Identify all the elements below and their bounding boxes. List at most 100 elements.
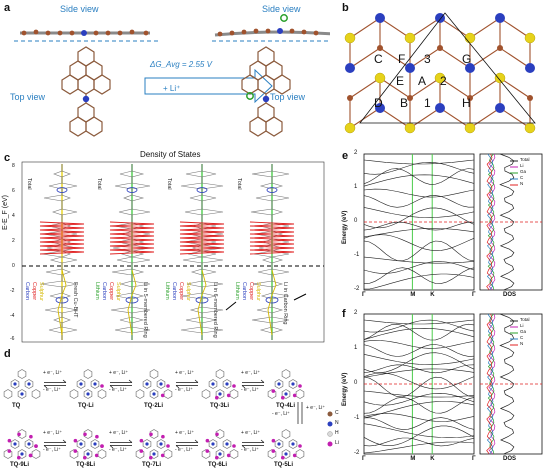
panel-b-lattice — [344, 12, 536, 134]
c-tick: -4 — [10, 313, 15, 319]
panel_f-legend-item: Ga — [520, 329, 527, 334]
panel_e-kpoint: Γ — [472, 292, 476, 298]
c-tick: -6 — [10, 336, 15, 342]
c-tick: 6 — [12, 188, 15, 194]
d-arrow-backward-label: - e⁻, Li⁺ — [43, 387, 61, 393]
site-label-g: G — [462, 52, 472, 66]
dos-title: Density of States — [140, 150, 201, 159]
c-tick: 8 — [12, 163, 15, 169]
d-arrow-forward-label: + e⁻, Li⁺ — [109, 430, 129, 436]
c-legend-total: Total — [26, 178, 32, 190]
panel_f-ytick: -2 — [354, 450, 360, 456]
d-legend-c: C — [335, 410, 339, 416]
panel_e-kpoint: M — [410, 292, 416, 298]
c-legend-item: Sulphur — [38, 282, 44, 301]
panel-a-letter: a — [4, 2, 11, 14]
panel_f-kpoint: M — [410, 456, 416, 462]
c-legend-item: Sulphur — [115, 282, 121, 301]
c-legend-item: Carbon — [24, 282, 30, 301]
d-arrow-backward-label: - e⁻, Li⁺ — [43, 447, 61, 453]
c-legend-total: Total — [166, 178, 172, 190]
top-view-right-label: Top view — [270, 92, 306, 102]
d-arrow-backward-label: - e⁻, Li⁺ — [175, 387, 193, 393]
d-legend-li: Li — [335, 440, 339, 446]
panel_f-kpoint: Γ — [472, 456, 476, 462]
site-label-c: C — [374, 52, 383, 66]
d-arrow-forward-label: + e⁻, Li⁺ — [43, 430, 63, 436]
d-top-molecule-label: TQ-4Li — [276, 403, 295, 409]
d-arrow-backward-label: - e⁻, Li⁺ — [175, 447, 193, 453]
c-column-caption: Li in 6-membered Ring — [212, 282, 218, 338]
c-legend-item: Carbon — [241, 282, 247, 301]
c-legend-item: Lithium — [234, 282, 240, 300]
c-legend-item: Lithium — [164, 282, 170, 300]
d-arrow-backward-label: - e⁻, Li⁺ — [241, 447, 259, 453]
d-arrow-backward-label: - e⁻, Li⁺ — [109, 447, 127, 453]
d-arrow-backward-label: - e⁻, Li⁺ — [241, 387, 259, 393]
d-arrow-forward-label: + e⁻, Li⁺ — [109, 370, 129, 376]
c-column-caption: Li in Carbon Ring — [282, 282, 288, 325]
panel_f-kpoint: K — [430, 456, 435, 462]
panel_f-legend-item: N — [520, 341, 524, 346]
c-legend-item: Carbon — [101, 282, 107, 301]
panel-c-dos — [21, 161, 325, 343]
d-arrow-forward-label: + e⁻, Li⁺ — [241, 370, 261, 376]
panel_f-legend-item: Total — [520, 317, 530, 322]
c-legend-item: Lithium — [94, 282, 100, 300]
d-bottom-molecule-label: TQ-8Li — [76, 462, 95, 468]
panel_e-dos-label: DOS — [503, 292, 517, 298]
d-arrow-forward-label: + e⁻, Li⁺ — [241, 430, 261, 436]
panel_e-ylabel: Energy (eV) — [342, 210, 348, 244]
panel_f-legend-item: C — [520, 335, 524, 340]
d-arrow-forward-label: + e⁻, Li⁺ — [175, 430, 195, 436]
site-label-1: 1 — [424, 96, 431, 110]
panel-f-bands — [363, 313, 543, 455]
site-label-e: E — [396, 74, 405, 88]
site-label-f: F — [398, 52, 406, 66]
panel_f-ytick: 1 — [354, 345, 358, 351]
d-bottom-molecule-label: TQ-5Li — [274, 462, 293, 468]
panel_e-ytick: 2 — [354, 150, 358, 156]
c-tick: -2 — [10, 288, 15, 294]
site-label-a: A — [418, 74, 427, 88]
c-legend-item: Copper — [178, 282, 184, 301]
panel_f-kpoint: Γ — [362, 456, 366, 462]
d-bottom-molecule-label: TQ-7Li — [142, 462, 161, 468]
c-legend-item: Copper — [108, 282, 114, 301]
panel_f-ytick: 0 — [354, 380, 358, 386]
panel_f-ytick: 2 — [354, 310, 358, 316]
c-tick: 0 — [12, 263, 15, 269]
panel_f-legend-item: Li — [520, 323, 524, 328]
panel-e-bands — [363, 153, 543, 291]
panel-e-letter: e — [342, 150, 349, 162]
d-arrow-forward-label: + e⁻, Li⁺ — [43, 370, 63, 376]
c-legend-item: Carbon — [171, 282, 177, 301]
side-view-right-molecule — [214, 14, 330, 37]
panel-f-letter: f — [342, 308, 346, 320]
panel-d-letter: d — [4, 348, 11, 360]
side-view-right-label: Side view — [262, 4, 301, 14]
top-view-right-molecule — [241, 46, 291, 137]
d-legend — [327, 411, 333, 447]
d-arrow-backward-label: - e⁻, Li⁺ — [109, 387, 127, 393]
c-column-caption: Li in 5-membered Ring — [142, 282, 148, 338]
top-view-left-molecule — [61, 46, 111, 137]
panel_e-legend-item: Li — [520, 163, 524, 168]
panel_e-kpoint: Γ — [362, 292, 366, 298]
panel_e-ytick: -2 — [354, 286, 360, 292]
c-legend-total: Total — [236, 178, 242, 190]
d-top-molecule-label: TQ-3Li — [210, 403, 229, 409]
d-bottom-molecule-label: TQ-6Li — [208, 462, 227, 468]
site-label-b: B — [400, 96, 409, 110]
panel_e-legend-item: Ga — [520, 169, 527, 174]
site-label-2: 2 — [440, 74, 447, 88]
panel_e-kpoint: K — [430, 292, 435, 298]
c-legend-total: Total — [96, 178, 102, 190]
c-legend-item: Copper — [248, 282, 254, 301]
side-view-left-label: Side view — [60, 4, 99, 14]
c-column-caption: Fresh Cu-BHT — [72, 282, 78, 318]
d-top-molecule-label: TQ — [12, 403, 21, 409]
d-vertical-backward-label: - e⁻, Li⁺ — [272, 411, 290, 417]
site-label-h: H — [462, 96, 471, 110]
panel_e-ytick: -1 — [354, 252, 360, 258]
